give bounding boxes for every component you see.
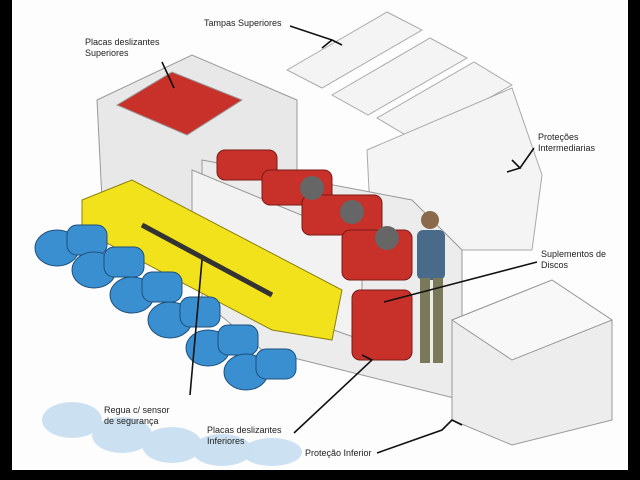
leader-lines [161, 25, 538, 454]
floor-reflection [42, 402, 302, 466]
blue-motors [34, 224, 297, 391]
machine-drawing [34, 11, 614, 466]
label-protecao-inferior: Proteção Inferior [305, 448, 372, 458]
disc-motors [300, 176, 399, 250]
top-covers [285, 11, 543, 251]
safety-rule-bar [140, 222, 274, 298]
human-figure [417, 211, 445, 363]
label-tampas-superiores: Tampas Superiores [204, 18, 282, 28]
